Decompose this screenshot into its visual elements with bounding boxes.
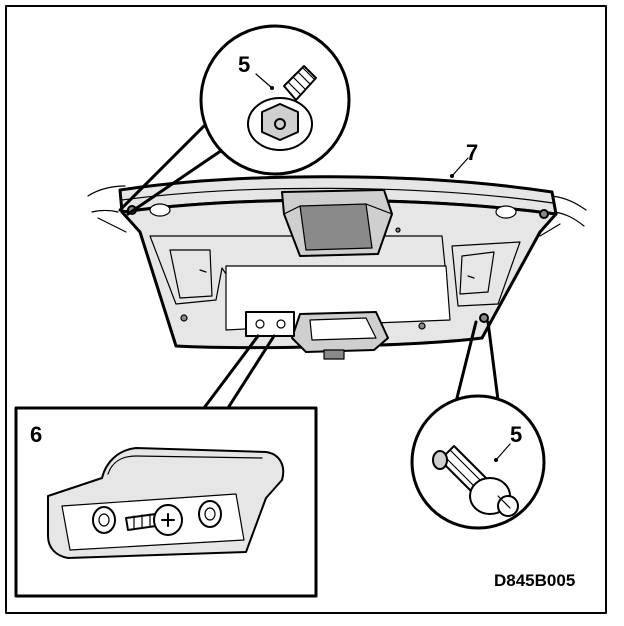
panel-top-rail-crease (121, 187, 554, 204)
pocket-left-mark (199, 269, 207, 273)
screw-threads (133, 513, 151, 530)
screw-icon (125, 504, 183, 536)
panel-recess-left (149, 235, 447, 305)
screw-boss-hole-2 (276, 319, 286, 329)
clip-pin (497, 495, 511, 509)
callout-dot-panel (450, 174, 454, 178)
callout-dot-clip (494, 458, 498, 462)
trim-panel (87, 175, 587, 360)
pocket-left (169, 249, 213, 299)
latch-housing-edges (283, 203, 393, 215)
leader-top-inner (126, 144, 230, 216)
screw-cross-recess (161, 513, 175, 527)
bolt-hex-head (261, 103, 299, 141)
body-line-left-lower (91, 209, 119, 213)
clip-location-lower-right (479, 313, 489, 323)
callout-label-panel: 7 (466, 140, 478, 165)
detail-hole-left-inner (98, 513, 110, 527)
handle-housing-face (309, 317, 377, 341)
hex-flange-bolt-icon (247, 65, 317, 151)
pocket-right-mark (467, 275, 475, 279)
latch-housing-recess (299, 203, 373, 251)
bolt-location-right (539, 209, 549, 219)
callout-label-bolt-top: 5 (238, 52, 250, 77)
figure-code: D845B005 (494, 571, 575, 590)
screw-boss (245, 311, 295, 337)
clip-tip (432, 450, 448, 470)
body-line-right-inner (539, 223, 561, 237)
clip-location-lower-left (180, 314, 188, 322)
callout-leader-panel (451, 157, 469, 177)
detail-hole-left (92, 506, 116, 534)
panel-recess-right (451, 241, 521, 307)
body-line-left-inner (97, 217, 127, 233)
leader-right-inner (486, 320, 500, 402)
bolt-shank (283, 65, 317, 101)
detail-panel-edge (107, 455, 263, 475)
leader-right-outer (454, 320, 478, 404)
screw-shank (125, 513, 157, 531)
body-line-right-lower (554, 211, 585, 227)
clip-detail-callout: 5 (410, 320, 546, 530)
outer-frame (5, 5, 607, 614)
detail-6-callout: 6 (14, 334, 318, 598)
clip-hole-right (495, 205, 517, 219)
push-clip-fastener-icon (432, 445, 519, 517)
leader-top-outer (118, 116, 214, 212)
bolt-detail-callout: 5 (118, 24, 351, 216)
pocket-right (459, 251, 495, 295)
bolt-threads (287, 67, 315, 95)
screw-boss-hole-1 (255, 319, 265, 329)
clip-hole-left (149, 203, 171, 217)
panel-dimple (395, 227, 401, 233)
leader-detail-inner (226, 334, 276, 410)
callout-leader-clip (495, 443, 511, 461)
clip-detail-circle (410, 394, 546, 530)
clip-location-lower-center (418, 322, 426, 330)
handle-tab (323, 349, 345, 360)
callout-leader-bolt-top (255, 73, 273, 89)
detail-hole-right-inner (204, 507, 216, 521)
bolt-head-center (274, 118, 286, 130)
body-line-left (87, 185, 126, 197)
detail-6-label: 6 (30, 422, 42, 447)
panel-callout: 7 (450, 140, 478, 178)
callout-dot-bolt-top (270, 86, 274, 90)
detail-hole-right (198, 500, 222, 528)
leader-detail-outer (202, 334, 260, 410)
callout-label-clip: 5 (510, 422, 522, 447)
